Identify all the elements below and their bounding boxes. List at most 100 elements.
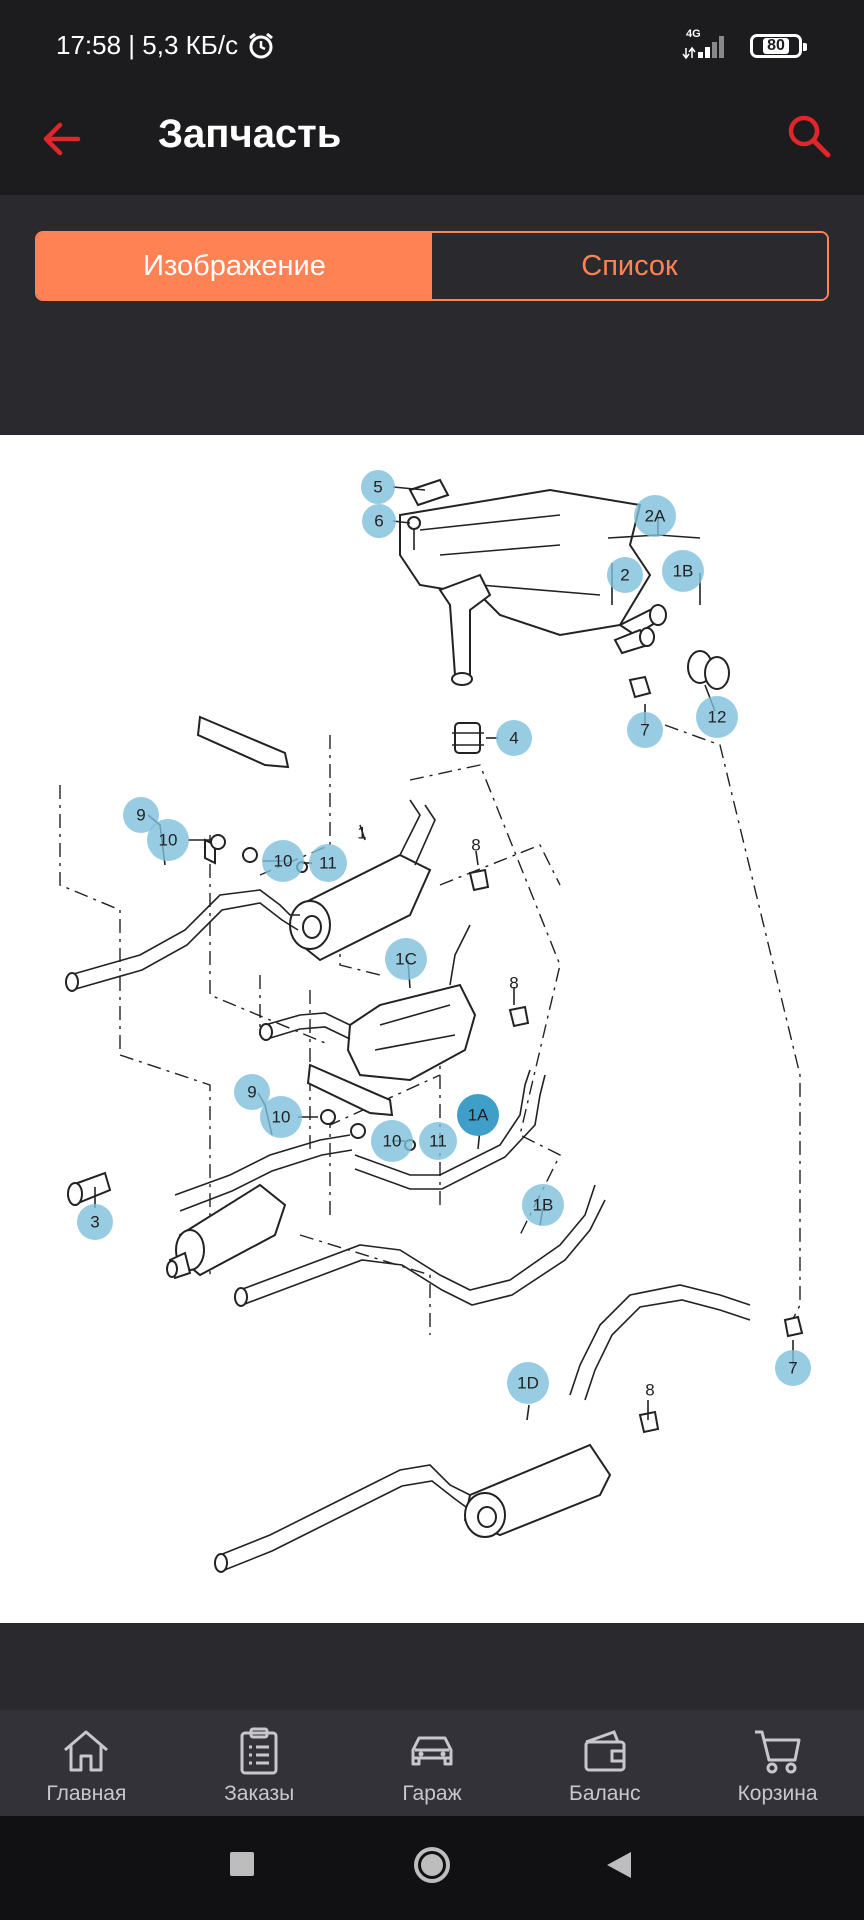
callout-9-bottom[interactable]: 9 [234,1074,270,1110]
app-bar: Запчасть [0,95,864,195]
view-switch: Изображение Список [35,231,829,301]
label-8-middle: 8 [509,974,518,993]
bottom-nav: Главная Заказы Гараж Баланс Корзина [0,1710,864,1816]
tab-image[interactable]: Изображение [37,233,432,299]
nav-garage[interactable]: Гараж [346,1710,519,1816]
battery-level: 80 [763,38,789,54]
callout-2a[interactable]: 2A [634,495,676,537]
exhaust-1a [174,1069,546,1212]
svg-text:11: 11 [429,1132,447,1151]
callout-2[interactable]: 2 [607,557,643,593]
callout-1d[interactable]: 1D [507,1362,549,1404]
cart-icon [754,1730,801,1774]
callout-10-bottom-right[interactable]: 10 [371,1120,413,1162]
callout-5[interactable]: 5 [361,470,395,504]
nav-home[interactable]: Главная [0,1710,173,1816]
front-pipe-center [259,1012,351,1041]
callout-11-top[interactable]: 11 [309,844,347,882]
callout-10-top-left[interactable]: 10 [147,819,189,861]
arrow-left-icon [43,122,81,156]
svg-text:1A: 1A [468,1106,489,1125]
callout-10-bottom-left[interactable]: 10 [260,1096,302,1138]
svg-text:1B: 1B [533,1196,554,1215]
rear-silencer [399,478,667,686]
callout-6[interactable]: 6 [362,504,396,538]
circle-icon [414,1847,450,1883]
exhaust-1b [234,1184,606,1307]
assembly-lines [59,724,801,1335]
back-button[interactable] [38,115,86,163]
svg-text:1C: 1C [395,950,417,969]
callout-7-bottom[interactable]: 7 [775,1350,811,1386]
nav-orders-label: Заказы [224,1782,295,1805]
callout-4[interactable]: 4 [496,720,532,756]
search-icon [788,115,831,158]
clipboard-list-icon [240,1727,278,1775]
bracket-9-bottom [306,1063,394,1117]
leader-lines [94,486,794,1421]
status-bar: 17:58 | 5,3 КБ/с 4G 80 [0,0,864,95]
callout-7-top[interactable]: 7 [627,712,663,748]
svg-text:7: 7 [640,721,649,740]
front-silencer [166,1183,287,1280]
tab-list[interactable]: Список [432,233,827,299]
label-8-top: 8 [471,836,480,855]
callout-11-bottom[interactable]: 11 [419,1122,457,1160]
triangle-back-icon [607,1852,631,1878]
svg-text:3: 3 [90,1213,99,1232]
nav-balance[interactable]: Баланс [518,1710,691,1816]
callout-12[interactable]: 12 [696,696,738,738]
label-1: 1 [357,824,366,843]
callout-1b-middle[interactable]: 1B [522,1184,564,1226]
front-pipe-left [65,889,300,992]
svg-text:10: 10 [383,1132,402,1151]
wallet-icon [584,1730,626,1772]
status-left: 17:58 | 5,3 КБ/с [56,30,276,61]
signal-icon: 4G [682,28,732,60]
nav-cart-label: Корзина [737,1782,818,1805]
system-navigation-bar [0,1816,864,1920]
search-button[interactable] [784,111,834,161]
status-time-speed: 17:58 | 5,3 КБ/с [56,30,239,60]
svg-text:12: 12 [708,708,727,727]
alarm-icon [249,32,274,58]
label-8-bottom: 8 [645,1381,654,1400]
callout-3[interactable]: 3 [77,1204,113,1240]
svg-text:10: 10 [159,831,178,850]
home-system-button[interactable] [412,1845,452,1890]
exhaust-diagram-svg: 5 6 2A 2 1B 4 7 12 [59,470,811,1573]
svg-text:11: 11 [319,854,337,873]
battery-icon: 80 [750,34,807,58]
svg-text:1B: 1B [673,562,694,581]
svg-text:9: 9 [136,806,145,825]
nav-orders[interactable]: Заказы [173,1710,346,1816]
car-icon [411,1736,453,1766]
svg-text:7: 7 [788,1359,797,1378]
svg-text:10: 10 [272,1108,291,1127]
svg-text:5: 5 [373,478,382,497]
parts-diagram[interactable]: 5 6 2A 2 1B 4 7 12 [0,435,864,1623]
svg-text:1D: 1D [517,1374,539,1393]
callout-9-top[interactable]: 9 [123,797,159,833]
center-silencer-1c [346,924,477,1082]
network-type: 4G [686,28,701,40]
clamp-4 [452,722,484,754]
bottom-spacer [0,1623,864,1710]
fasteners [210,516,421,1151]
tabs-area: Изображение Список [0,195,864,435]
callout-1c[interactable]: 1C [385,938,427,980]
svg-text:2: 2 [620,566,629,585]
page-title: Запчасть [158,112,342,156]
nav-cart[interactable]: Корзина [691,1710,864,1816]
callout-1b-top[interactable]: 1B [662,550,704,592]
callout-1a[interactable]: 1A [457,1094,499,1136]
svg-text:4: 4 [509,729,518,748]
recents-button[interactable] [228,1850,256,1883]
callout-10-top-right[interactable]: 10 [262,840,304,882]
exhaust-1d [214,1284,751,1573]
home-icon [64,1730,109,1772]
clamp-3 [67,1171,112,1206]
svg-text:10: 10 [274,852,293,871]
back-system-button[interactable] [604,1850,634,1885]
nav-garage-label: Гараж [402,1782,462,1805]
